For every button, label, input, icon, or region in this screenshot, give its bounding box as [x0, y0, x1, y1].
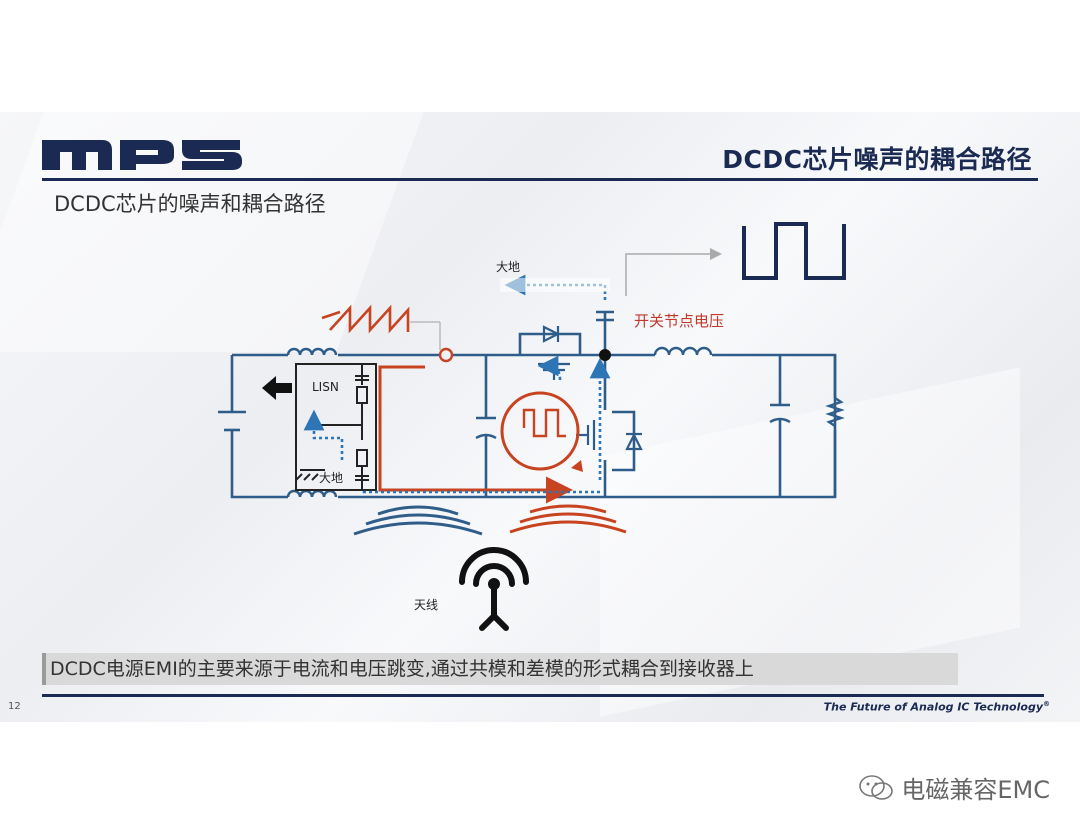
ground-lisn-label: 大地 [319, 471, 344, 485]
leader-line [625, 248, 722, 296]
mps-logo [42, 140, 242, 170]
watermark-text: 电磁兼容EMC [901, 776, 1050, 804]
tagline: The Future of Analog IC Technology® [824, 700, 1050, 714]
probe-node [438, 347, 454, 363]
pulse-icon [522, 408, 566, 438]
resistor-icon [825, 397, 845, 427]
antenna-label: 天线 [414, 598, 439, 612]
switch-node-label: 开关节点电压 [634, 312, 725, 330]
antenna-dot [488, 578, 500, 590]
radiation-arcs-red [509, 504, 627, 534]
sawtooth-waveform [321, 304, 410, 334]
watermark: 电磁兼容EMC [859, 770, 1050, 805]
ground-top-label: 大地 [496, 260, 521, 274]
slide-title: DCDC芯片噪声的耦合路径 [722, 145, 1032, 174]
battery-icon [218, 410, 246, 432]
wechat-icon [859, 774, 894, 800]
emi-circuit-diagram [218, 222, 846, 631]
switch-node-dot [599, 349, 611, 361]
registered-mark: ® [1043, 700, 1050, 708]
bottom-rule [42, 694, 1044, 697]
title-rule [42, 178, 1038, 181]
caption: DCDC电源EMI的主要来源于电流和电压跳变,通过共模和差模的形式耦合到接收器上 [42, 653, 958, 685]
subtitle: DCDC芯片的噪声和耦合路径 [54, 192, 326, 216]
arrow-left-icon [262, 376, 292, 400]
tagline-text: The Future of Analog IC Technology [823, 700, 1043, 714]
radiation-arcs-blue [353, 505, 483, 536]
inductor-icon [286, 346, 713, 498]
current-path-red [378, 365, 580, 504]
lisn-label: LISN [312, 380, 339, 394]
slide: DCDC芯片噪声的耦合路径 DCDC芯片的噪声和耦合路径 [0, 112, 1080, 722]
capacitor-icon [475, 310, 791, 440]
diode-icon [542, 325, 643, 451]
ground-band [500, 278, 610, 292]
page-number: 12 [8, 701, 21, 712]
loop-arrow [571, 460, 583, 472]
antenna-icon [459, 547, 529, 631]
square-waveform [742, 222, 846, 280]
